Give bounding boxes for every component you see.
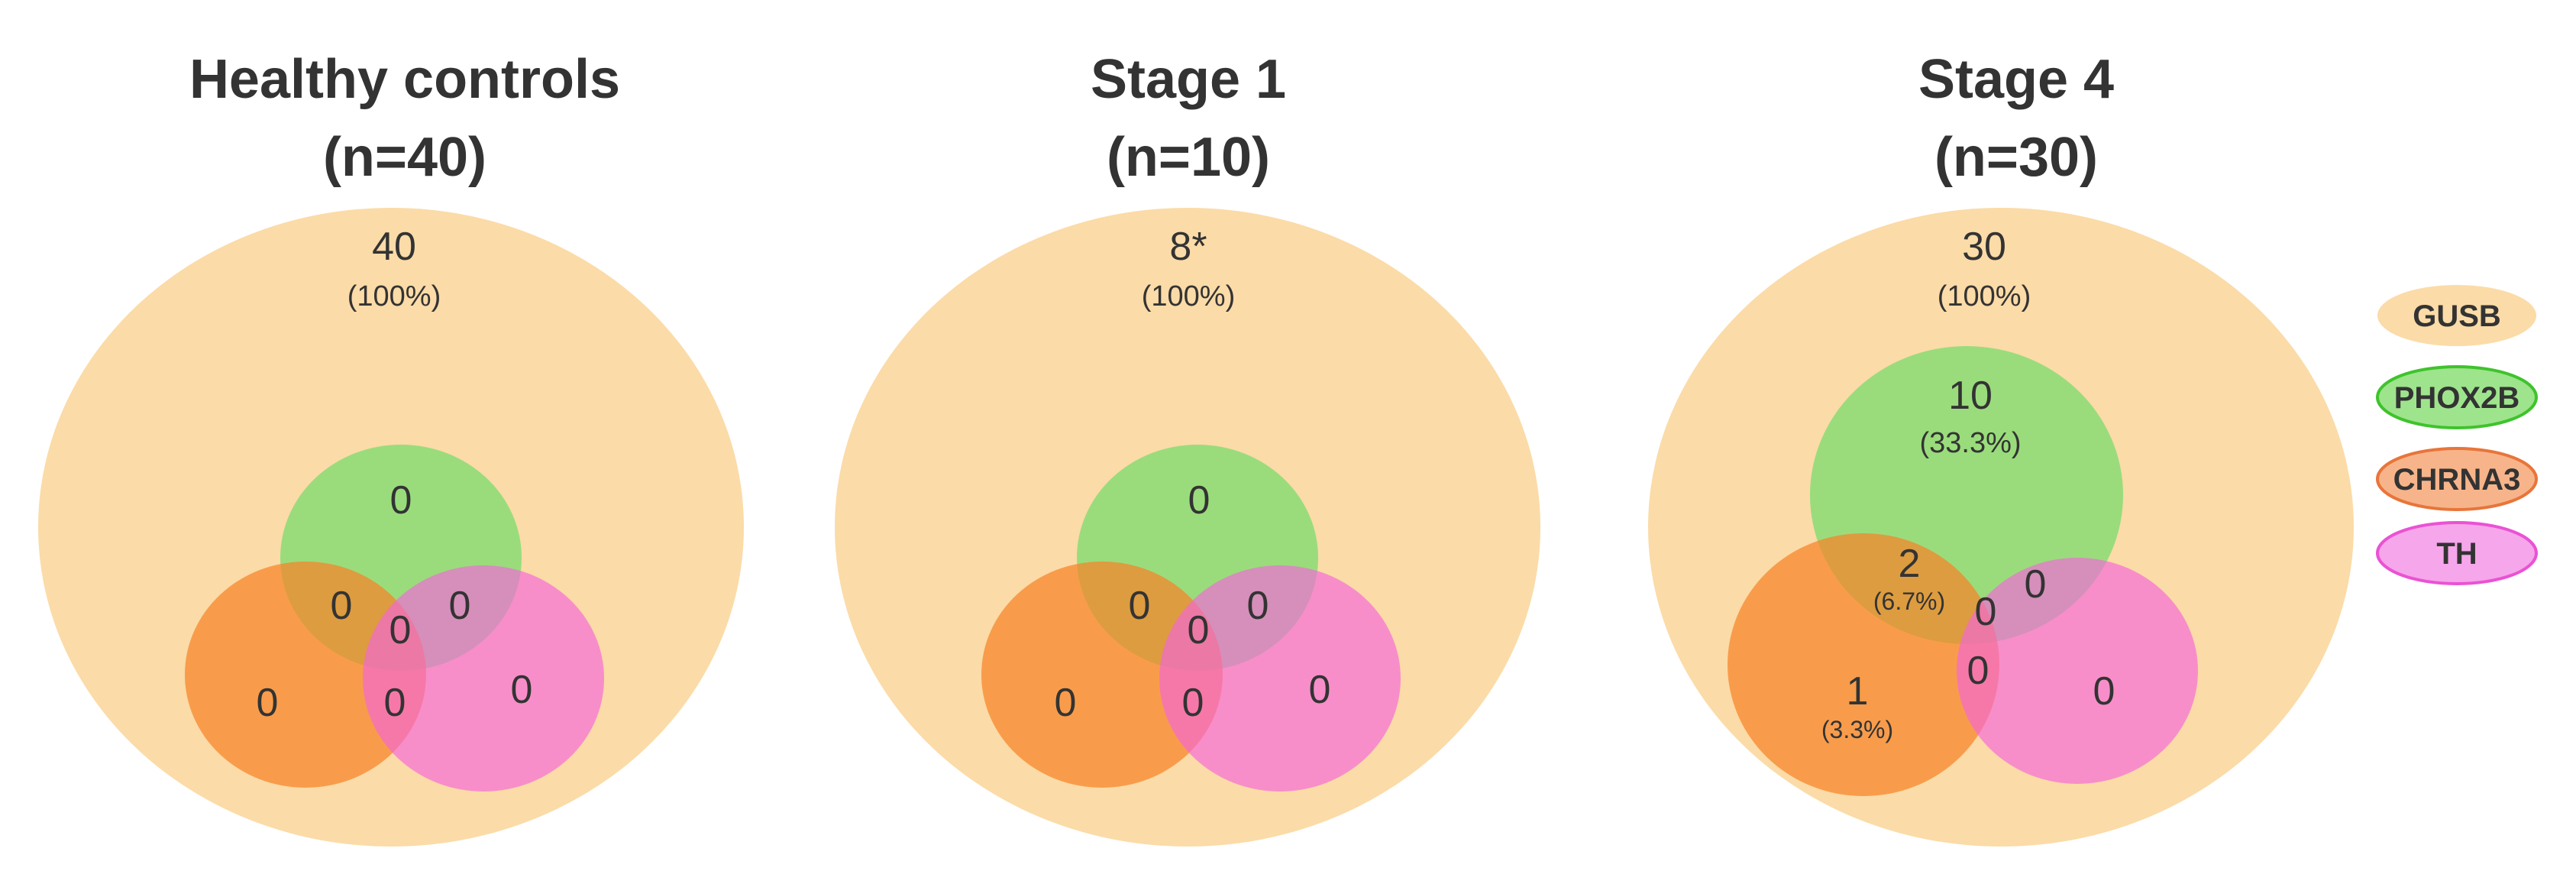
chrna3-only-percent: (3.3%) — [1821, 716, 1893, 743]
phox2b-chrna3-count: 0 — [331, 584, 353, 628]
panel-subtitle: (n=10) — [1107, 127, 1270, 188]
panel-title: Stage 1 — [1091, 49, 1286, 110]
th-circle — [1957, 558, 2198, 784]
legend-label: PHOX2B — [2394, 381, 2520, 415]
all-three-count: 0 — [1188, 608, 1210, 652]
legend: GUSB PHOX2B CHRNA3 TH — [2376, 285, 2538, 585]
legend-swatch-phox2b — [2376, 365, 2538, 429]
gusb-count: 40 — [372, 225, 416, 269]
th-only-count: 0 — [2093, 669, 2115, 714]
legend-item-chrna3: CHRNA3 — [2376, 447, 2538, 511]
th-only-count: 0 — [1309, 668, 1331, 712]
gusb-percent: (100%) — [1142, 280, 1236, 312]
legend-item-phox2b: PHOX2B — [2376, 365, 2538, 429]
all-three-count: 0 — [389, 608, 412, 652]
all-three-count: 0 — [1975, 590, 1997, 634]
panel-title: Healthy controls — [189, 49, 620, 110]
th-only-count: 0 — [511, 668, 533, 712]
chrna3-circle — [1728, 533, 1999, 796]
chrna3-only-count: 0 — [1055, 681, 1077, 725]
phox2b-only-count: 0 — [1188, 478, 1210, 523]
gusb-percent: (100%) — [1938, 280, 2031, 312]
phox2b-th-count: 0 — [1247, 584, 1269, 628]
phox2b-th-count: 0 — [449, 584, 471, 628]
chrna3-th-count: 0 — [384, 681, 406, 725]
phox2b-only-percent: (33.3%) — [1919, 427, 2021, 459]
legend-label: GUSB — [2413, 299, 2501, 333]
phox2b-chrna3-percent: (6.7%) — [1873, 588, 1945, 615]
phox2b-chrna3-count: 0 — [1129, 584, 1151, 628]
legend-item-gusb: GUSB — [2377, 285, 2536, 346]
legend-swatch-chrna3 — [2376, 447, 2538, 511]
gusb-percent: (100%) — [347, 280, 441, 312]
phox2b-th-count: 0 — [2025, 562, 2047, 607]
phox2b-chrna3-count: 2 — [1899, 542, 1921, 586]
legend-swatch-gusb — [2377, 285, 2536, 346]
chrna3-th-count: 0 — [1182, 681, 1204, 725]
panel-stage-1: Stage 1 (n=10) 8* (100%) 0 0 0 0 0 0 0 — [835, 49, 1540, 847]
gusb-count: 30 — [1962, 225, 2006, 269]
legend-label: CHRNA3 — [2393, 463, 2521, 497]
chrna3-circle — [981, 562, 1223, 788]
legend-item-th: TH — [2376, 521, 2538, 585]
panel-subtitle: (n=30) — [1934, 127, 2098, 188]
chrna3-only-count: 0 — [257, 681, 279, 725]
th-circle — [1159, 565, 1401, 792]
chrna3-circle — [185, 562, 426, 788]
th-circle — [363, 565, 604, 792]
panel-subtitle: (n=40) — [323, 127, 486, 188]
chrna3-only-count: 1 — [1847, 669, 1869, 714]
panel-stage-4: Stage 4 (n=30) 30 (100%) 10 (33.3%) 2 (6… — [1648, 49, 2354, 847]
gusb-count: 8* — [1169, 225, 1207, 269]
panel-title: Stage 4 — [1918, 49, 2114, 110]
phox2b-only-count: 10 — [1948, 374, 1993, 418]
chrna3-th-count: 0 — [1967, 649, 1989, 693]
legend-label: TH — [2436, 537, 2477, 571]
panel-healthy-controls: Healthy controls (n=40) 40 (100%) 0 0 0 … — [38, 49, 744, 847]
legend-swatch-th — [2376, 521, 2538, 585]
phox2b-only-count: 0 — [390, 478, 412, 523]
